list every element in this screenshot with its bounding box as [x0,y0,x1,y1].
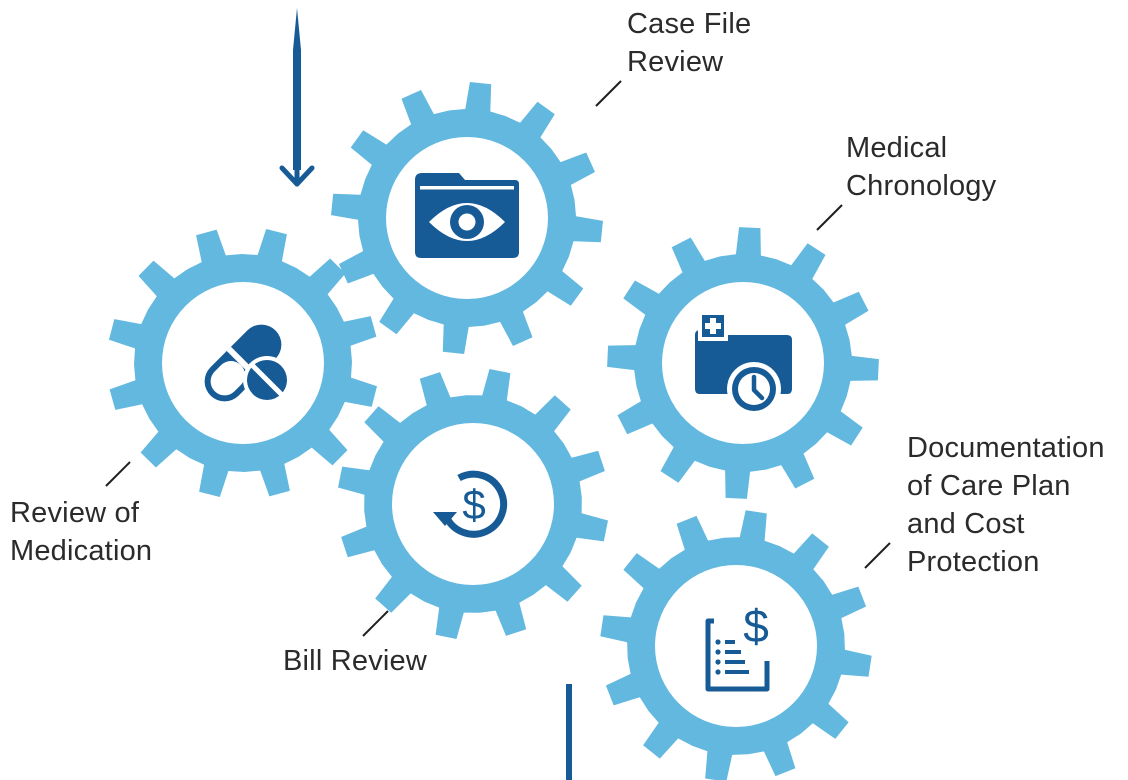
label-line: Chronology [846,170,997,202]
label-documentation-care-plan: Documentation of Care Plan and Cost Prot… [907,429,1105,581]
gear-documentation-care-plan [600,510,872,780]
leader-case-file-review [595,80,622,107]
dollar-cycle-icon: $ [433,470,508,538]
label-review-of-medication: Review of Medication [10,494,152,570]
label-medical-chronology: Medical Chronology [846,129,996,205]
medical-calendar-clock-icon [695,311,792,416]
label-line: Medication [10,535,153,567]
gear-bill-review [338,369,608,639]
incoming-arrow [279,8,315,187]
folder-eye-icon [415,173,519,258]
label-line: Case File [627,8,752,40]
label-line: Review of [10,497,140,529]
svg-text:$: $ [462,481,485,528]
leader-review-of-medication [105,461,131,487]
document-dollar-icon: $ [705,600,770,692]
leader-medical-chronology [816,204,843,231]
leader-documentation [864,542,891,569]
label-line: Review [627,46,724,78]
label-line: of Care Plan [907,470,1071,502]
label-bill-review: Bill Review [283,642,427,680]
label-case-file-review: Case File Review [627,5,751,81]
pill-capsule-icon [204,324,291,404]
label-line: and Cost [907,508,1025,540]
leader-bill-review [362,610,389,637]
label-line: Bill Review [283,645,428,677]
svg-text:$: $ [743,600,769,652]
label-line: Documentation [907,432,1105,464]
label-line: Protection [907,546,1040,578]
label-line: Medical [846,132,948,164]
